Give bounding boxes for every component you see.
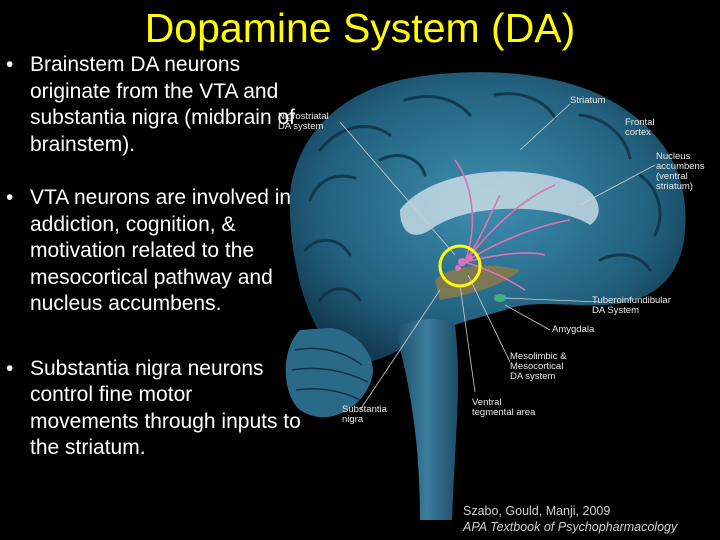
label-frontal-cortex: Frontal cortex xyxy=(625,117,655,138)
label-vta: Ventral tegmental area xyxy=(472,397,536,418)
leader-lines xyxy=(339,103,656,411)
label-nigrostriatal: Nigrostriatal DA system xyxy=(278,111,329,132)
slide-title: Dopamine System (DA) xyxy=(144,5,576,51)
label-nucleus-accumbens: Nucleus accumbens (ventral striatum) xyxy=(656,151,705,192)
citation-source: APA Textbook of Psychopharmacology xyxy=(463,520,678,534)
cerebrum xyxy=(289,72,686,362)
label-striatum: Striatum xyxy=(570,95,606,106)
label-tuberoinfundibular: Tuberoinfundibular DA System xyxy=(592,295,671,316)
bullet-list: Brainstem DA neurons originate from the … xyxy=(6,52,306,462)
citation: Szabo, Gould, Manji, 2009 APA Textbook o… xyxy=(463,503,677,535)
pathway-dots xyxy=(455,255,473,271)
bullet-item: Substantia nigra neurons control fine mo… xyxy=(6,356,306,462)
bullet-item: Brainstem DA neurons originate from the … xyxy=(6,52,306,158)
caudate xyxy=(435,265,520,300)
gyri xyxy=(303,92,662,302)
cerebellum xyxy=(285,328,373,418)
brainstem xyxy=(395,318,459,520)
amygdala-marker xyxy=(494,294,506,302)
label-mesolimbic: Mesolimbic & Mesocortical DA system xyxy=(510,351,567,382)
brain-illustration xyxy=(285,72,686,520)
label-substantia-nigra: Substantia nigra xyxy=(342,404,387,425)
citation-authors: Szabo, Gould, Manji, 2009 xyxy=(463,504,611,518)
bullet-item: VTA neurons are involved in addiction, c… xyxy=(6,185,306,318)
cerebellum-folia xyxy=(291,347,369,401)
label-amygdala: Amygdala xyxy=(552,324,595,335)
